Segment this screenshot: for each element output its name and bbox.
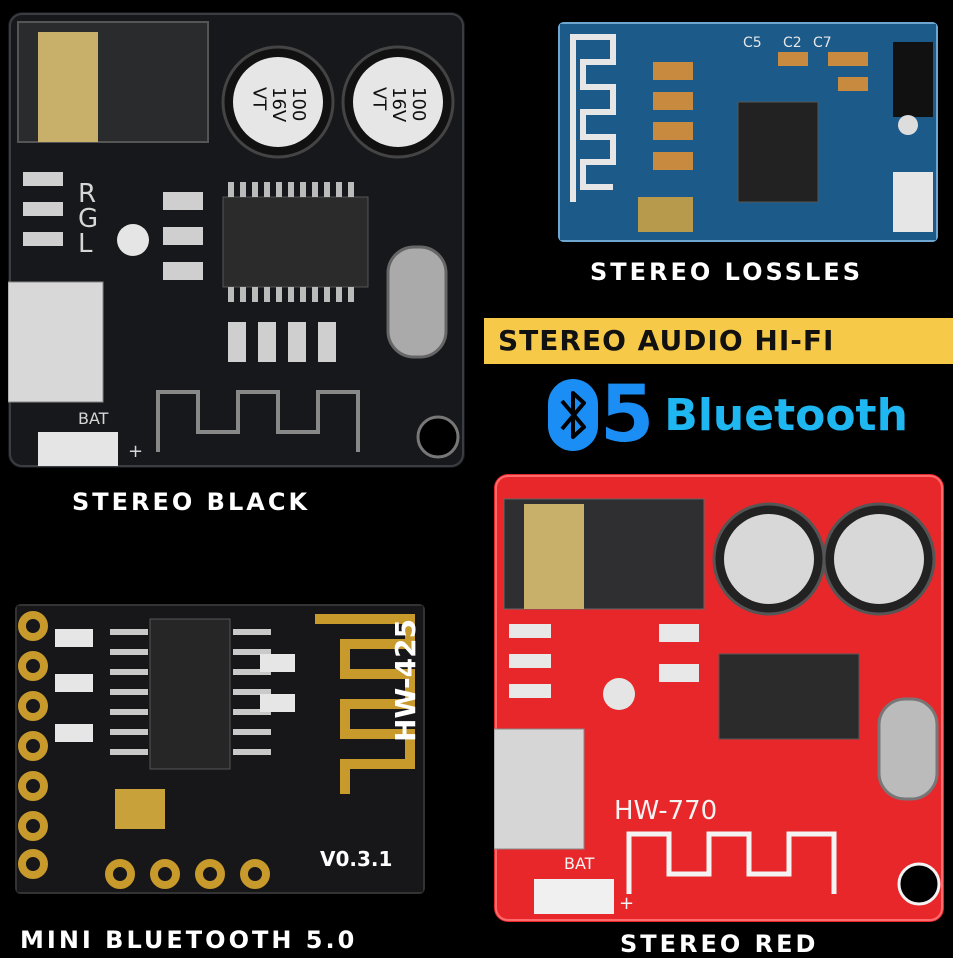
label-c2: C2 xyxy=(783,35,802,51)
label-c5: C5 xyxy=(743,35,762,51)
chip xyxy=(222,196,369,288)
red-label-plus: + xyxy=(619,893,634,914)
crystal xyxy=(877,697,939,801)
stereo-red-board: HW-770 BAT + xyxy=(494,474,944,922)
label-bat: BAT xyxy=(78,409,109,428)
stereo-lossles-board-art: C5 C2 C7 xyxy=(558,22,938,242)
caption-stereo-black: STEREO BLACK xyxy=(72,488,311,516)
label-r: R xyxy=(78,179,96,209)
cap-left-label: 10016VVT xyxy=(248,87,309,123)
bluetooth-badge: 5 Bluetooth xyxy=(548,370,908,460)
red-label-bat: BAT xyxy=(564,854,595,873)
stereo-black-board-art: 10016VVT 10016VVT R G L BAT + xyxy=(8,13,464,467)
label-l: L xyxy=(78,229,93,259)
stereo-red-board-art: HW-770 BAT + xyxy=(494,475,943,921)
caption-stereo-lossles: STEREO LOSSLES xyxy=(590,258,863,286)
stereo-lossles-board: C5 C2 C7 xyxy=(558,22,938,242)
crystal xyxy=(386,245,448,359)
capacitor-right xyxy=(353,57,443,147)
bluetooth-word: Bluetooth xyxy=(664,389,908,441)
cap-right-label: 10016VVT xyxy=(368,87,429,123)
stereo-black-board: 10016VVT 10016VVT R G L BAT + xyxy=(8,12,465,468)
label-plus: + xyxy=(128,441,143,462)
label-g: G xyxy=(78,204,98,234)
bluetooth-version: 5 xyxy=(600,370,655,460)
chip xyxy=(718,653,860,740)
usb-port xyxy=(8,281,104,403)
bluetooth-icon xyxy=(548,379,598,451)
caption-mini-bluetooth: MINI BLUETOOTH 5.0 xyxy=(20,926,358,954)
caption-stereo-red: STEREO RED xyxy=(620,930,819,958)
capacitor-left xyxy=(233,57,323,147)
chip xyxy=(737,101,819,203)
mini-version: V0.3.1 xyxy=(320,847,392,871)
mini-bluetooth-board: HW-425 V0.3.1 xyxy=(15,604,425,894)
chip xyxy=(149,618,231,770)
mini-bluetooth-board-art: HW-425 V0.3.1 xyxy=(15,604,425,894)
mini-model: HW-425 xyxy=(389,619,422,742)
banner-stereo-audio-hifi: STEREO AUDIO HI-FI xyxy=(484,318,953,364)
red-model: HW-770 xyxy=(614,796,717,826)
usb-port xyxy=(494,728,585,850)
capacitor-right xyxy=(834,514,924,604)
capacitor-left xyxy=(724,514,814,604)
label-c7: C7 xyxy=(813,35,832,51)
